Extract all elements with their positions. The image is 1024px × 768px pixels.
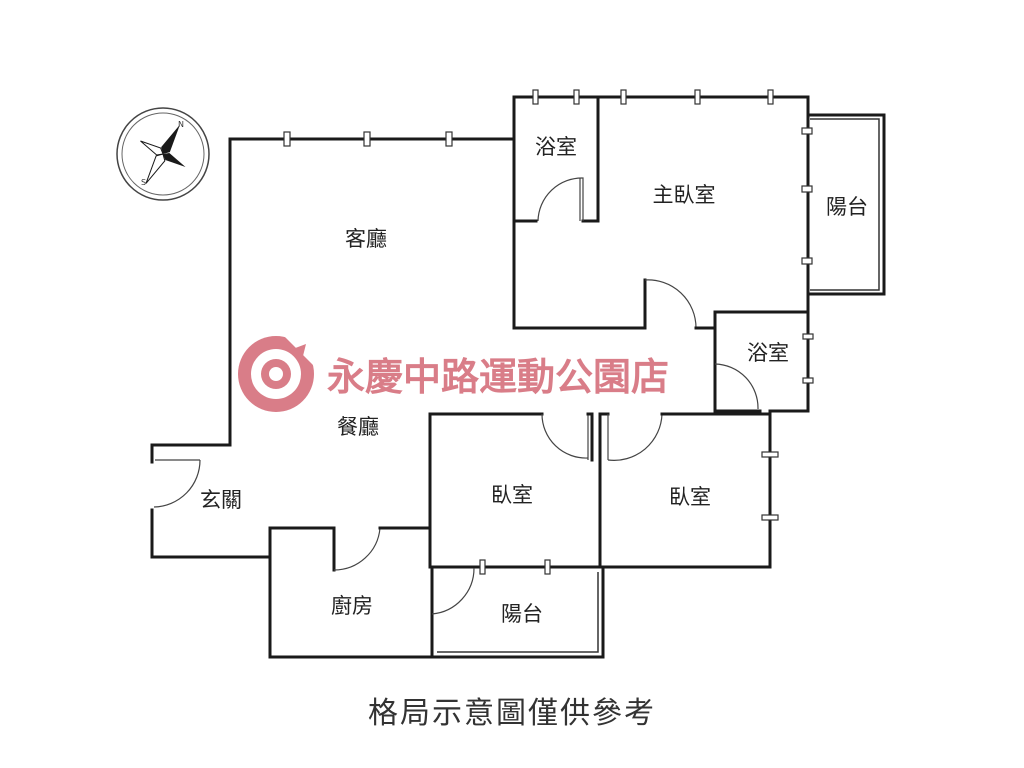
hall-bathroom-windows — [802, 333, 814, 384]
hall-bathroom-label: 浴室 — [747, 341, 789, 365]
compass-north-label: N — [178, 120, 184, 129]
compass-south-label: S — [141, 178, 146, 187]
bedroom-2-label: 臥室 — [669, 485, 711, 509]
compass-rose-icon: N S — [116, 107, 210, 201]
logo-mark-icon — [238, 336, 314, 412]
master-bathroom-label: 浴室 — [535, 135, 577, 159]
watermark-store-name: 永慶中路運動公園店 — [327, 355, 669, 399]
dining-room-label: 餐廳 — [337, 415, 379, 439]
footer-disclaimer: 格局示意圖僅供參考 — [368, 696, 656, 731]
watermark-logo: 永慶中路運動公園店 — [238, 336, 669, 412]
master-bedroom-walls — [512, 219, 810, 413]
entrance-label: 玄關 — [200, 488, 242, 512]
bedroom-balcony-label: 陽台 — [501, 602, 543, 626]
bedroom-walls — [428, 409, 779, 569]
outer-walls — [150, 95, 810, 659]
top-windows — [283, 89, 774, 147]
master-balcony — [801, 113, 886, 296]
living-room-label: 客廳 — [345, 227, 387, 251]
master-balcony-label: 陽台 — [826, 195, 868, 219]
kitchen-walls — [268, 526, 599, 659]
master-bedroom-label: 主臥室 — [653, 183, 716, 207]
bedroom-1-label: 臥室 — [491, 483, 533, 507]
entrance-door — [153, 459, 201, 508]
kitchen-label: 廚房 — [331, 594, 373, 618]
master-bathroom-walls — [512, 95, 600, 223]
